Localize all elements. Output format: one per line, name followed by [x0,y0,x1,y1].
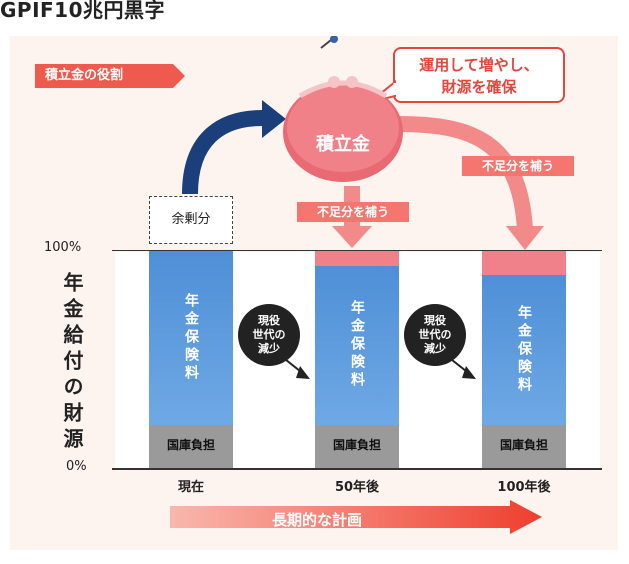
circle-line-2: 世代の [418,328,452,341]
baseline [112,468,602,470]
worker-decrease-circle-2: 現役 世代の 減少 [404,304,466,366]
x-label-100y: 100年後 [497,480,551,495]
bar-reserve-fund [482,251,566,275]
surplus-box: 余剰分 [149,196,233,244]
bar-premium-label: 年金保険料 [183,292,199,383]
pink-arrowhead-middle [332,226,372,248]
circle-line-1: 現役 [424,314,446,327]
pin-icon [320,36,338,49]
bar-premium: 年金保険料 [149,251,233,425]
shortfall-label-100y: 不足分を補う [462,156,574,176]
circle-line-3: 減少 [258,342,280,355]
bar-gov-burden: 国庫負担 [315,424,399,468]
purse-label: 積立金 [316,134,370,155]
bar-premium: 年金保険料 [315,266,399,425]
timeline-arrow [170,500,542,534]
bar-premium-label: 年金保険料 [349,300,365,391]
purse-icon [283,76,403,182]
surplus-to-purse-arrow [182,110,263,195]
x-label-50y: 50年後 [334,480,380,495]
x-label-now: 現在 [177,480,204,495]
bar-premium-label: 年金保険料 [516,304,532,395]
circle-line-2: 世代の [252,328,286,341]
navy-arrowhead [262,100,286,138]
worker-decrease-circle-1: 現役 世代の 減少 [238,304,300,366]
circle-line-1: 現役 [258,314,280,327]
circle-line-3: 減少 [424,342,446,355]
speech-bubble: 運用して増やし、 財源を確保 [393,47,565,103]
decrease-arrowhead-2 [462,366,476,379]
decrease-arrowhead-1 [296,366,310,379]
bar-reserve-fund [315,251,399,267]
top-axis-line [112,250,602,251]
bar-gov-burden: 国庫負担 [149,424,233,468]
bar-gov-burden: 国庫負担 [482,424,566,468]
y-tick-100: 100% [44,240,82,255]
purse-to-100y-arrow [397,116,533,231]
bubble-line-1: 運用して増やし、 [419,56,539,74]
bubble-line-2: 財源を確保 [441,78,517,96]
timeline-label: 長期的な計画 [272,511,363,529]
header-title: GPIF10兆円黒字 [0,0,166,22]
y-axis-title: 年金給付の財源 [60,272,84,454]
y-tick-0: 0% [66,459,87,474]
bar-premium: 年金保険料 [482,274,566,425]
role-tag: 積立金の役割 [35,64,185,88]
shortfall-label-50y: 不足分を補う [297,202,409,222]
pink-arrowhead-right [506,226,544,250]
